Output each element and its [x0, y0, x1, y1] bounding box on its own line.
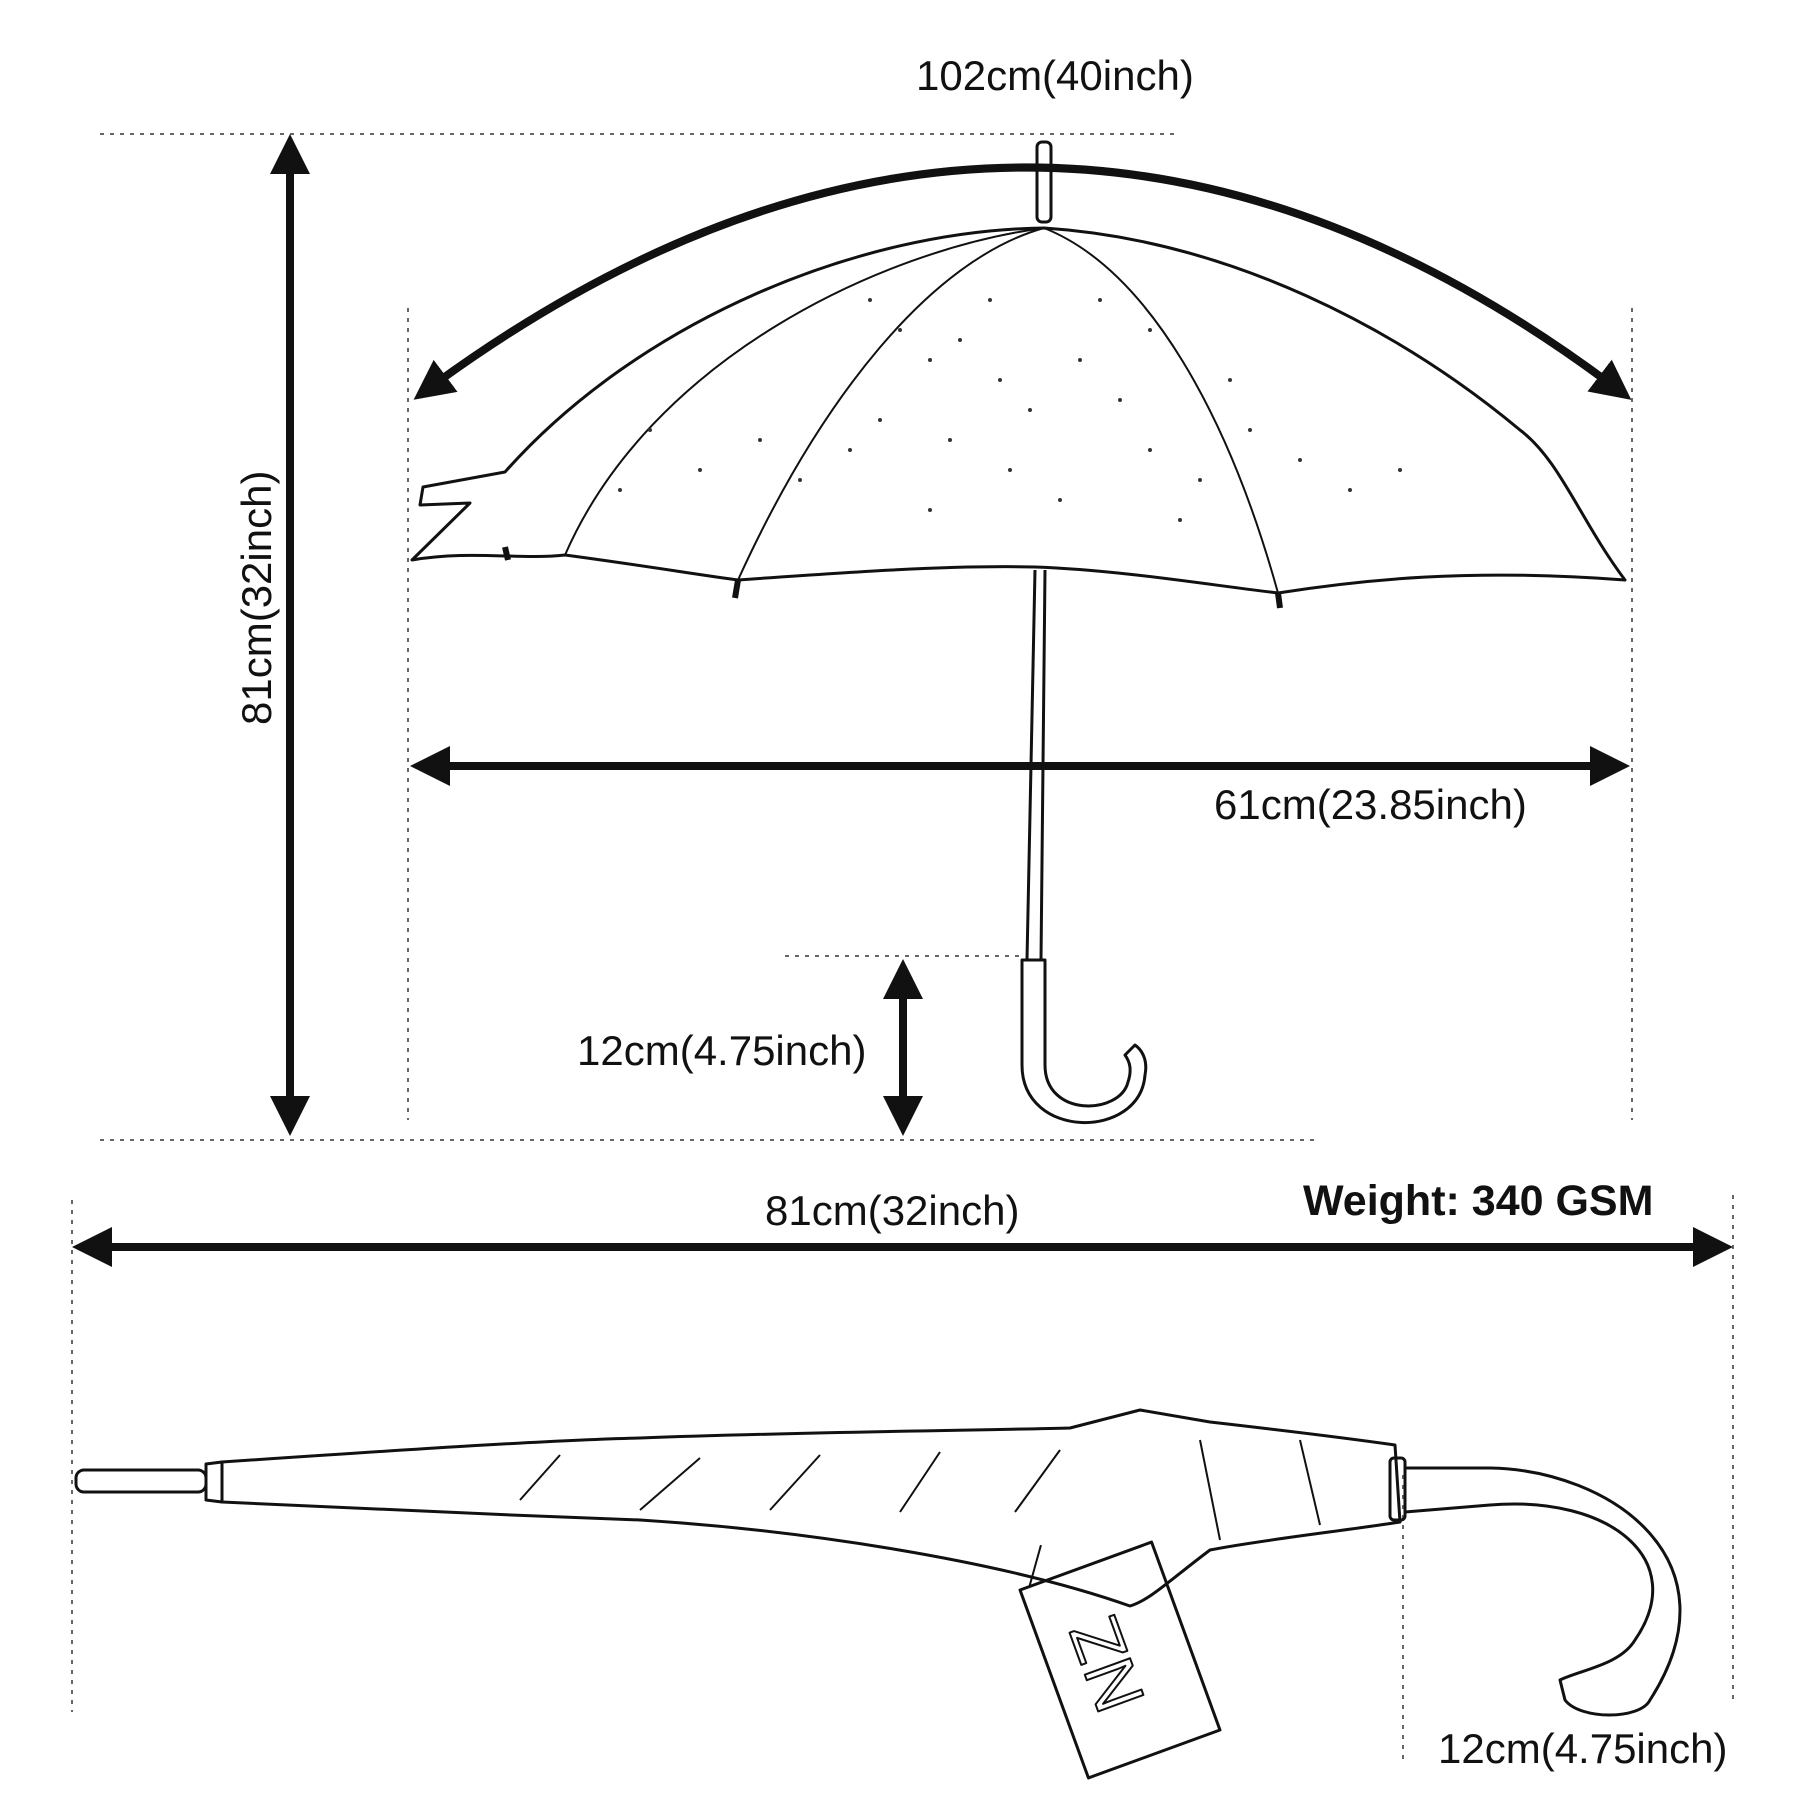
canopy-arc-label: 102cm(40inch) [916, 52, 1194, 99]
dimension-arrows [72, 134, 1733, 1267]
weight-label: Weight: 340 GSM [1303, 1177, 1654, 1225]
canopy-ribs [564, 227, 1279, 594]
tag [1018, 1540, 1222, 1780]
rib-tips [502, 546, 1283, 609]
open-height-label: 81cm(32inch) [233, 470, 280, 725]
closed-ferrule-ring [204, 1460, 224, 1504]
arc-arrow [413, 163, 1632, 400]
canopy-outline [410, 226, 1627, 595]
closed-length-label: 81cm(32inch) [765, 1187, 1020, 1234]
handle-width-closed-label: 12cm(4.75inch) [1438, 1725, 1728, 1772]
closed-canopy [220, 1408, 1402, 1608]
canopy-speckle [618, 298, 1402, 522]
closed-folds [519, 1439, 1321, 1541]
closed-handle [1403, 1466, 1682, 1717]
tag-logo: NZ [1054, 1608, 1159, 1722]
open-umbrella [410, 140, 1627, 1125]
closed-tip [74, 1468, 208, 1494]
open-handle [1020, 958, 1148, 1125]
umbrella-tip [1035, 140, 1053, 224]
closed-umbrella: NZ [74, 1408, 1682, 1780]
guide-lines [71, 133, 1734, 1760]
canopy-width-label: 61cm(23.85inch) [1214, 781, 1527, 828]
handle-height-open-label: 12cm(4.75inch) [577, 1027, 867, 1074]
